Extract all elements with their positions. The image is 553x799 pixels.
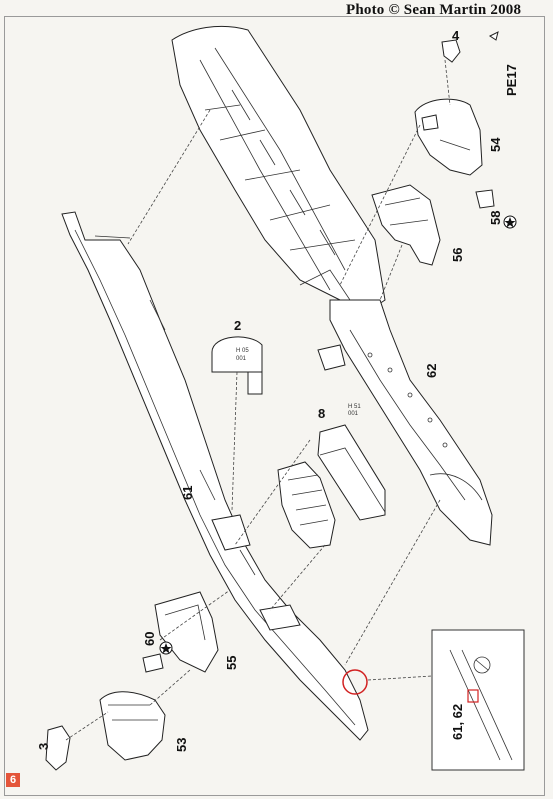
label-part-3: 3 bbox=[36, 743, 51, 750]
photo-credit: Photo © Sean Martin 2008 bbox=[346, 2, 522, 18]
stencil-a: H 51 bbox=[348, 404, 361, 410]
label-part-8: 8 bbox=[318, 406, 325, 421]
stencil-b: 001 bbox=[348, 411, 359, 417]
panel-decal bbox=[247, 371, 263, 395]
label-part-56: 56 bbox=[450, 248, 465, 262]
label-part-60: 60 bbox=[142, 632, 157, 646]
assembly-leader-lines bbox=[65, 59, 451, 741]
label-part-2: 2 bbox=[234, 318, 241, 333]
label-part-58: 58 bbox=[488, 211, 503, 225]
part-60 bbox=[142, 653, 164, 673]
label-part-53: 53 bbox=[174, 738, 189, 752]
upper-fuselage-part bbox=[171, 25, 386, 311]
star-marker-58 bbox=[503, 215, 517, 229]
label-part-62: 62 bbox=[424, 364, 439, 378]
label-part-4: 4 bbox=[452, 28, 460, 43]
label-pe17: PE17 bbox=[504, 64, 519, 96]
forward-fuselage-part-62 bbox=[317, 299, 493, 546]
cockpit-tub-part-8: H 51 001 bbox=[317, 404, 386, 521]
label-part-55: 55 bbox=[224, 656, 239, 670]
label-part-54: 54 bbox=[488, 137, 503, 152]
panel-marking-b: 001 bbox=[236, 356, 247, 362]
part-3 bbox=[45, 725, 71, 771]
ejection-seat-part bbox=[277, 461, 336, 549]
label-part-61: 61 bbox=[180, 486, 195, 500]
label-detail-61-62: 61, 62 bbox=[450, 704, 465, 740]
part-56 bbox=[371, 184, 441, 266]
part-4 bbox=[441, 31, 499, 63]
part-54 bbox=[414, 98, 495, 209]
fuselage-half-part-61 bbox=[61, 211, 369, 741]
part-53 bbox=[99, 691, 166, 761]
instrument-panel-part-2: H 05 001 bbox=[211, 336, 263, 373]
highlight-circle bbox=[342, 669, 368, 695]
star-marker-60 bbox=[159, 641, 173, 655]
page-frame bbox=[4, 16, 545, 796]
panel-marking-a: H 05 bbox=[236, 348, 249, 354]
part-55 bbox=[154, 591, 219, 673]
detail-inset bbox=[431, 629, 525, 771]
page-number: 6 bbox=[6, 773, 20, 787]
